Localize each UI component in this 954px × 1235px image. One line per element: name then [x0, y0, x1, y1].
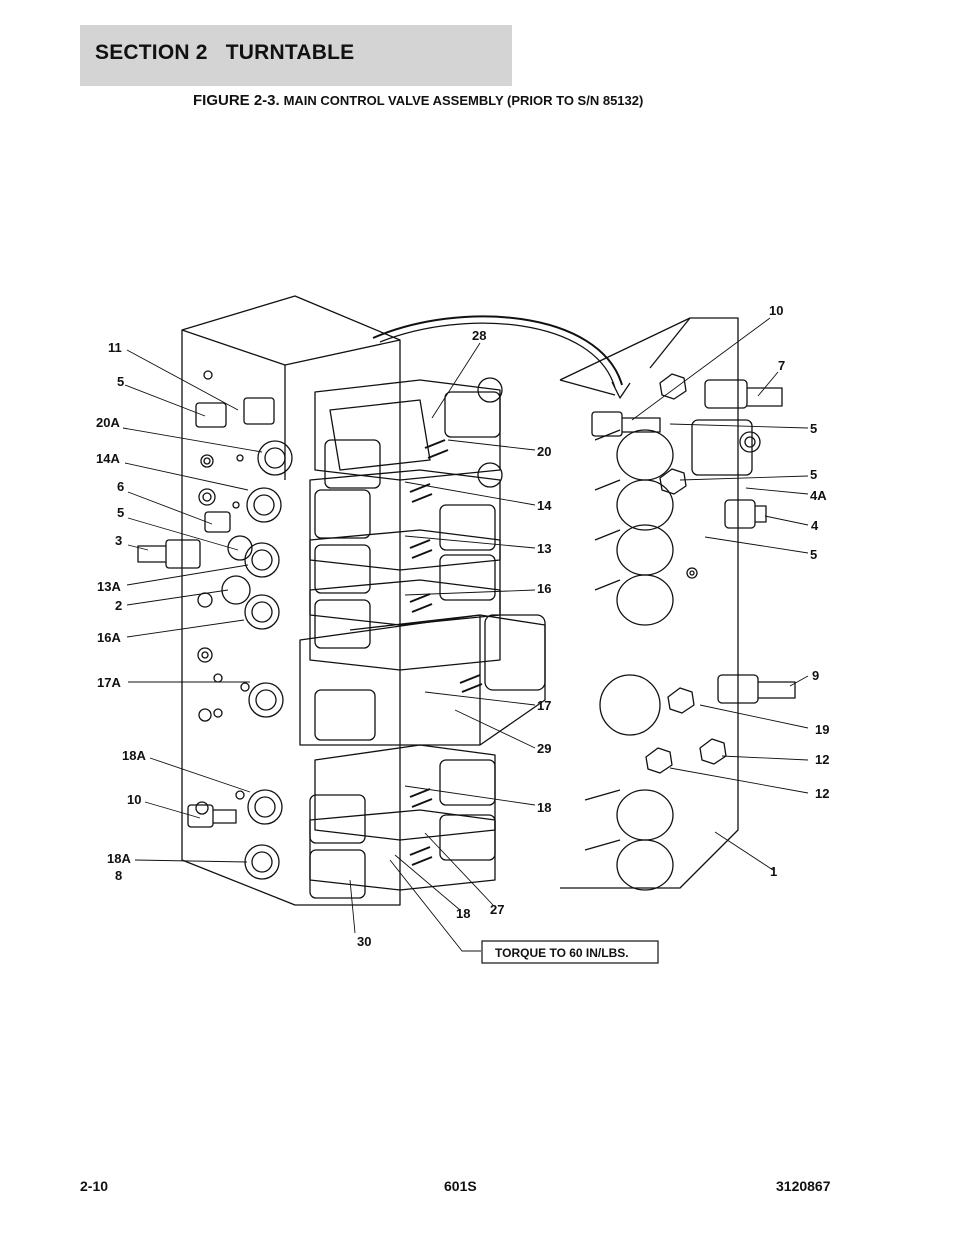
- callout-9: 9: [812, 668, 819, 683]
- callout-30: 30: [357, 934, 371, 949]
- page-number: 2-10: [80, 1178, 109, 1194]
- callout-16a: 16A: [97, 630, 121, 645]
- callout-6: 6: [117, 479, 124, 494]
- callout-18a: 18A: [107, 851, 131, 866]
- line-art: [122, 295, 809, 952]
- callout-10: 10: [127, 792, 141, 807]
- callout-10-top: 10: [769, 303, 783, 318]
- callout-28: 28: [472, 328, 486, 343]
- valve-caps: [584, 429, 674, 891]
- callout-14a: 14A: [96, 451, 120, 466]
- callout-5: 5: [117, 505, 124, 520]
- solenoid-stack: [299, 379, 546, 891]
- left-manifold-top-edge: [181, 329, 401, 366]
- callout-19: 19: [815, 722, 829, 737]
- callout-29: 29: [537, 741, 551, 756]
- callout-13: 13: [537, 541, 551, 556]
- callout-17a: 17A: [97, 675, 121, 690]
- callout-12: 12: [815, 752, 829, 767]
- callout-5: 5: [117, 374, 124, 389]
- callout-20a: 20A: [96, 415, 120, 430]
- connector-leads: [409, 439, 483, 866]
- coil-bodies: [309, 391, 546, 899]
- leader-lines: [122, 317, 809, 952]
- callout-17: 17: [537, 698, 551, 713]
- callout-8: 8: [115, 868, 122, 883]
- torque-note-text: TORQUE TO 60 IN/LBS.: [495, 946, 629, 960]
- callout-27: 27: [490, 902, 504, 917]
- hose-arc: [372, 315, 623, 386]
- callout-7: 7: [778, 358, 785, 373]
- callout-4: 4: [811, 518, 819, 533]
- document-number: 3120867: [776, 1178, 831, 1194]
- callout-16: 16: [537, 581, 551, 596]
- callout-14: 14: [537, 498, 552, 513]
- callout-4a: 4A: [810, 488, 827, 503]
- callout-20: 20: [537, 444, 551, 459]
- figure-number: FIGURE 2-3.: [193, 92, 280, 109]
- callout-2: 2: [115, 598, 122, 613]
- torque-note-box: [481, 940, 659, 964]
- callout-11: 11: [108, 340, 122, 355]
- callout-18a: 18A: [122, 748, 146, 763]
- torque-note: TORQUE TO 60 IN/LBS.: [481, 940, 659, 964]
- section-header-band: [80, 25, 512, 86]
- section-title: SECTION 2 TURNTABLE: [95, 41, 355, 64]
- right-manifold-plate: [559, 317, 739, 889]
- callout-18: 18: [537, 800, 551, 815]
- figure-caption: MAIN CONTROL VALVE ASSEMBLY (PRIOR TO S/…: [283, 93, 644, 108]
- callout-1: 1: [770, 864, 777, 879]
- left-manifold-body: [181, 295, 401, 906]
- coil-caps: [244, 377, 503, 880]
- model-number: 601S: [444, 1178, 477, 1194]
- callout-18: 18: [456, 906, 470, 921]
- callout-5: 5: [810, 467, 817, 482]
- callout-13a: 13A: [97, 579, 121, 594]
- callout-12: 12: [815, 786, 829, 801]
- callout-5: 5: [810, 421, 817, 436]
- callout-labels: 10 28 11 5 20A 14A 6 5 3 13A 2 16A 17A 1…: [96, 303, 829, 949]
- callout-3: 3: [115, 533, 122, 548]
- callout-5: 5: [810, 547, 817, 562]
- figure-title: FIGURE 2-3. MAIN CONTROL VALVE ASSEMBLY …: [193, 92, 643, 109]
